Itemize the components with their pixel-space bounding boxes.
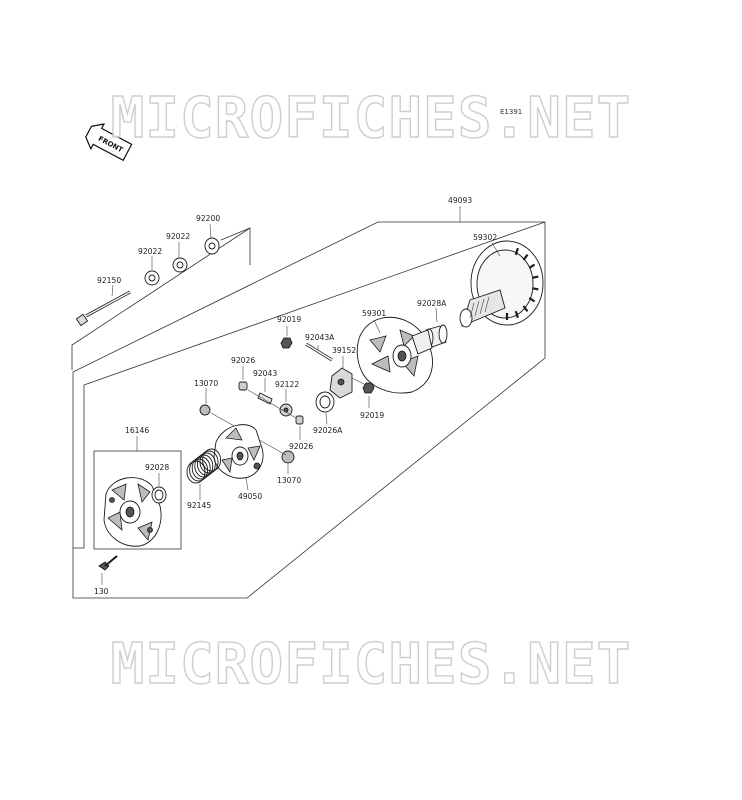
movable-sheave-59301 bbox=[356, 316, 433, 394]
sheave-fin bbox=[514, 310, 519, 319]
label-92022-a: 92022 bbox=[138, 247, 162, 256]
roller-92122 bbox=[279, 403, 293, 417]
label-49093: 49093 bbox=[448, 196, 472, 205]
washer-92022-b bbox=[172, 257, 188, 273]
label-92028: 92028 bbox=[145, 463, 169, 472]
label-92026A: 92026A bbox=[313, 426, 343, 435]
label-13070-lower: 13070 bbox=[277, 476, 301, 485]
label-92200: 92200 bbox=[196, 214, 220, 223]
label-13070-top: 13070 bbox=[194, 379, 218, 388]
pin-92043A bbox=[305, 342, 333, 362]
label-92043A: 92043A bbox=[305, 333, 335, 342]
spring-coil bbox=[202, 448, 222, 472]
sheave-fin bbox=[514, 247, 519, 256]
sub-assembly-box bbox=[93, 450, 182, 550]
bolt-92150 bbox=[75, 290, 131, 327]
label-92043: 92043 bbox=[253, 369, 277, 378]
bolt-group-bracket bbox=[71, 227, 251, 370]
label-59302: 59302 bbox=[473, 233, 497, 242]
sheave-fin bbox=[528, 297, 536, 303]
label-39152: 39152 bbox=[332, 346, 356, 355]
sheave-fin bbox=[522, 254, 529, 261]
sheave-fin bbox=[522, 305, 529, 312]
watermark-bottom: MICROFICHES.NET bbox=[110, 631, 632, 697]
roller-13070-top bbox=[199, 404, 211, 416]
inner-outline-top bbox=[83, 221, 546, 386]
label-92026-lower: 92026 bbox=[289, 442, 313, 451]
diagram-ref: E1391 bbox=[500, 108, 522, 116]
assembly-outline bbox=[72, 221, 546, 599]
label-130: 130 bbox=[94, 587, 109, 596]
label-92022-b: 92022 bbox=[166, 232, 190, 241]
bushing-92028 bbox=[151, 486, 167, 504]
watermark-top: MICROFICHES.NET bbox=[110, 85, 632, 151]
weight-39152 bbox=[329, 367, 353, 399]
label-92150: 92150 bbox=[97, 276, 121, 285]
fixed-sheave-59302 bbox=[459, 240, 544, 328]
label-92028A: 92028A bbox=[417, 299, 447, 308]
label-92145: 92145 bbox=[187, 501, 211, 510]
spring-92145 bbox=[186, 448, 222, 484]
pin-92043 bbox=[257, 392, 273, 405]
bolt-130 bbox=[98, 555, 118, 571]
spring-coil bbox=[196, 452, 216, 476]
label-49050: 49050 bbox=[238, 492, 262, 501]
nut-92019-lower bbox=[362, 382, 375, 394]
sheave-fin bbox=[528, 263, 536, 269]
bolt-group-bracket-b bbox=[220, 227, 251, 241]
ramp-49050 bbox=[213, 424, 264, 479]
sheave-fin bbox=[532, 287, 539, 291]
front-arrow-icon: FRONT bbox=[85, 123, 133, 162]
assembly-axis-b bbox=[247, 389, 297, 419]
inner-outline bbox=[73, 385, 85, 549]
label-59301: 59301 bbox=[362, 309, 386, 318]
spring-coil bbox=[199, 450, 219, 474]
label-92019-top: 92019 bbox=[277, 315, 301, 324]
label-16146: 16146 bbox=[125, 426, 149, 435]
roller-13070-lower bbox=[281, 450, 295, 464]
label-92026-upper: 92026 bbox=[231, 356, 255, 365]
washer-92200 bbox=[204, 237, 220, 255]
washer-92026A bbox=[315, 391, 335, 413]
collar-92026-lower bbox=[295, 415, 304, 425]
nut-92019-top bbox=[280, 337, 293, 349]
collar-92026-upper bbox=[238, 381, 248, 391]
cover-16146 bbox=[103, 477, 162, 547]
sheave-fin bbox=[532, 275, 539, 279]
label-92019-lower: 92019 bbox=[360, 411, 384, 420]
washer-92022-a bbox=[144, 270, 160, 286]
label-92122: 92122 bbox=[275, 380, 299, 389]
